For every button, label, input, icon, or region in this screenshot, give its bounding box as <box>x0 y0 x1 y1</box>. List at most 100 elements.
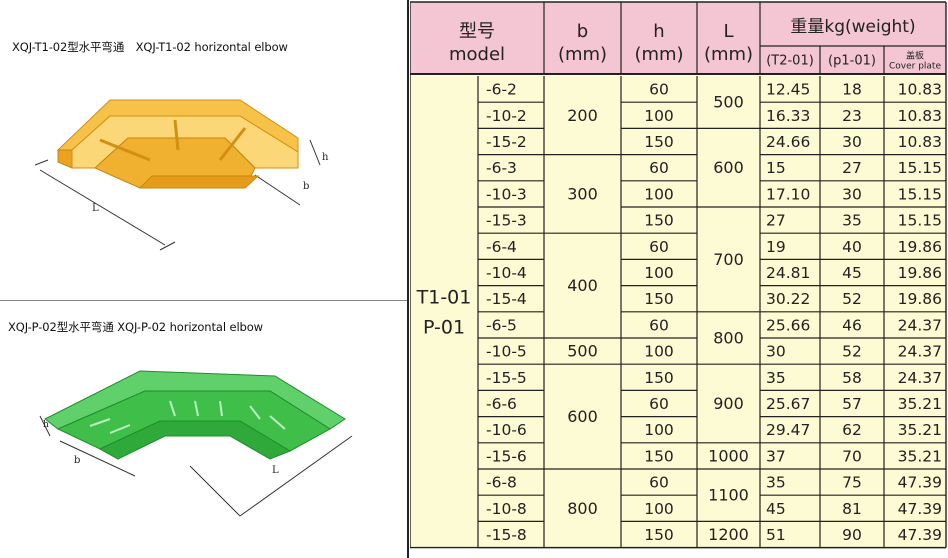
table-cell-weight-p1: 52 <box>842 290 862 308</box>
dim-h-label: h <box>322 152 329 163</box>
table-cell-weight-t2: 30 <box>766 343 786 361</box>
table-cell-weight-p1: 52 <box>842 343 862 361</box>
table-cell-h: 100 <box>644 421 674 439</box>
dim-l-label-2: L <box>272 465 279 476</box>
elbow-t1-caption: XQJ-T1-02型水平弯通 XQJ-T1-02 horizontal elbo… <box>12 40 288 54</box>
table-cell-code: -10-5 <box>486 343 527 361</box>
header-b-unit: (mm) <box>558 44 607 65</box>
table-cell-code: -15-6 <box>486 447 527 465</box>
header-b: b <box>577 21 588 42</box>
table-cell-weight-t2: 12.45 <box>766 81 810 99</box>
table-cell-code: -15-3 <box>486 212 527 230</box>
table-cell-weight-p1: 23 <box>842 107 862 125</box>
header-h: h <box>653 21 664 42</box>
table-cell-h: 60 <box>649 81 669 99</box>
table-cell-h: 60 <box>649 159 669 177</box>
table-cell-weight-t2: 45 <box>766 500 786 518</box>
table-cell-h: 150 <box>644 369 674 387</box>
table-cell-cover: 47.39 <box>898 500 942 518</box>
elbow-p-panel: XQJ-P-02型水平弯通 XQJ-P-02 horizontal elbow … <box>0 301 407 558</box>
series-t1-label: T1-01 <box>416 286 472 308</box>
table-cell-b: 400 <box>567 276 598 295</box>
table-cell-h: 150 <box>644 526 674 544</box>
table-cell-h: 100 <box>644 185 674 203</box>
header-sub-t2: (T2-01) <box>766 54 814 69</box>
dim-b-label: b <box>303 181 309 192</box>
table-cell-weight-p1: 46 <box>842 316 862 334</box>
table-cell-cover: 24.37 <box>898 316 942 334</box>
table-cell-cover: 35.21 <box>898 421 942 439</box>
table-cell-weight-p1: 58 <box>842 369 862 387</box>
table-cell-weight-p1: 27 <box>842 159 862 177</box>
table-cell-h: 60 <box>649 238 669 256</box>
table-cell-l: 800 <box>713 329 744 348</box>
table-cell-weight-t2: 24.66 <box>766 133 810 151</box>
table-cell-weight-p1: 45 <box>842 264 862 282</box>
header-cover-en: Cover plate <box>889 62 941 72</box>
table-cell-l: 600 <box>713 158 744 177</box>
table-cell-weight-p1: 30 <box>842 133 862 151</box>
table-cell-weight-p1: 57 <box>842 395 862 413</box>
table-cell-b: 600 <box>567 407 598 426</box>
table-cell-weight-t2: 51 <box>766 526 786 544</box>
table-cell-b: 800 <box>567 499 598 518</box>
header-cover-cn: 盖板 <box>906 50 924 62</box>
table-cell-h: 60 <box>649 474 669 492</box>
table-cell-weight-t2: 37 <box>766 447 786 465</box>
table-cell-weight-t2: 25.66 <box>766 316 810 334</box>
table-cell-weight-p1: 18 <box>842 81 862 99</box>
table-cell-weight-t2: 30.22 <box>766 290 810 308</box>
table-cell-weight-p1: 30 <box>842 185 862 203</box>
table-cell-code: -6-6 <box>486 395 517 413</box>
dim-b-label-2: b <box>74 455 80 466</box>
table-cell-code: -6-4 <box>486 238 517 256</box>
table-cell-code: -15-2 <box>486 133 527 151</box>
table-cell-code: -6-8 <box>486 474 517 492</box>
table-cell-code: -6-2 <box>486 81 517 99</box>
table-cell-weight-t2: 25.67 <box>766 395 810 413</box>
table-cell-weight-t2: 16.33 <box>766 107 810 125</box>
header-model-cn: 型号 <box>459 21 495 42</box>
table-cell-l: 500 <box>713 93 744 112</box>
header-l-unit: (mm) <box>704 44 753 65</box>
table-cell-code: -10-4 <box>486 264 527 282</box>
table-cell-weight-p1: 35 <box>842 212 862 230</box>
table-cell-weight-t2: 24.81 <box>766 264 810 282</box>
table-cell-weight-t2: 19 <box>766 238 786 256</box>
drawings-column: XQJ-T1-02型水平弯通 XQJ-T1-02 horizontal elbo… <box>0 0 409 558</box>
elbow-t1-panel: XQJ-T1-02型水平弯通 XQJ-T1-02 horizontal elbo… <box>0 0 407 301</box>
table-cell-weight-t2: 27 <box>766 212 786 230</box>
dim-h-label-2: h <box>43 420 49 430</box>
table-cell-cover: 15.15 <box>898 212 942 230</box>
elbow-p-caption: XQJ-P-02型水平弯通 XQJ-P-02 horizontal elbow <box>8 320 263 334</box>
table-cell-weight-p1: 62 <box>842 421 862 439</box>
header-background <box>410 2 946 74</box>
table-cell-weight-p1: 70 <box>842 447 862 465</box>
table-cell-h: 150 <box>644 447 674 465</box>
table-cell-l: 1200 <box>708 525 749 544</box>
table-cell-weight-p1: 90 <box>842 526 862 544</box>
table-cell-weight-p1: 81 <box>842 500 862 518</box>
table-cell-weight-t2: 35 <box>766 474 786 492</box>
table-cell-code: -10-3 <box>486 185 527 203</box>
table-cell-h: 60 <box>649 395 669 413</box>
table-cell-h: 100 <box>644 107 674 125</box>
table-cell-l: 1000 <box>708 446 749 465</box>
table-cell-cover: 35.21 <box>898 395 942 413</box>
table-cell-h: 150 <box>644 290 674 308</box>
table-cell-cover: 24.37 <box>898 369 942 387</box>
table-cell-h: 100 <box>644 343 674 361</box>
table-cell-code: -15-4 <box>486 290 527 308</box>
table-cell-cover: 19.86 <box>898 290 942 308</box>
table-cell-weight-p1: 40 <box>842 238 862 256</box>
series-p-label: P-01 <box>423 316 465 338</box>
table-cell-l: 1100 <box>708 486 749 505</box>
table-cell-weight-t2: 15 <box>766 159 786 177</box>
table-cell-l: 700 <box>713 250 744 269</box>
elbow-p-drawing: h b L <box>39 370 353 517</box>
table-cell-l: 900 <box>713 394 744 413</box>
table-cell-h: 60 <box>649 316 669 334</box>
dim-l-label: L <box>92 203 99 214</box>
table-cell-weight-p1: 75 <box>842 474 862 492</box>
table-cell-cover: 19.86 <box>898 264 942 282</box>
